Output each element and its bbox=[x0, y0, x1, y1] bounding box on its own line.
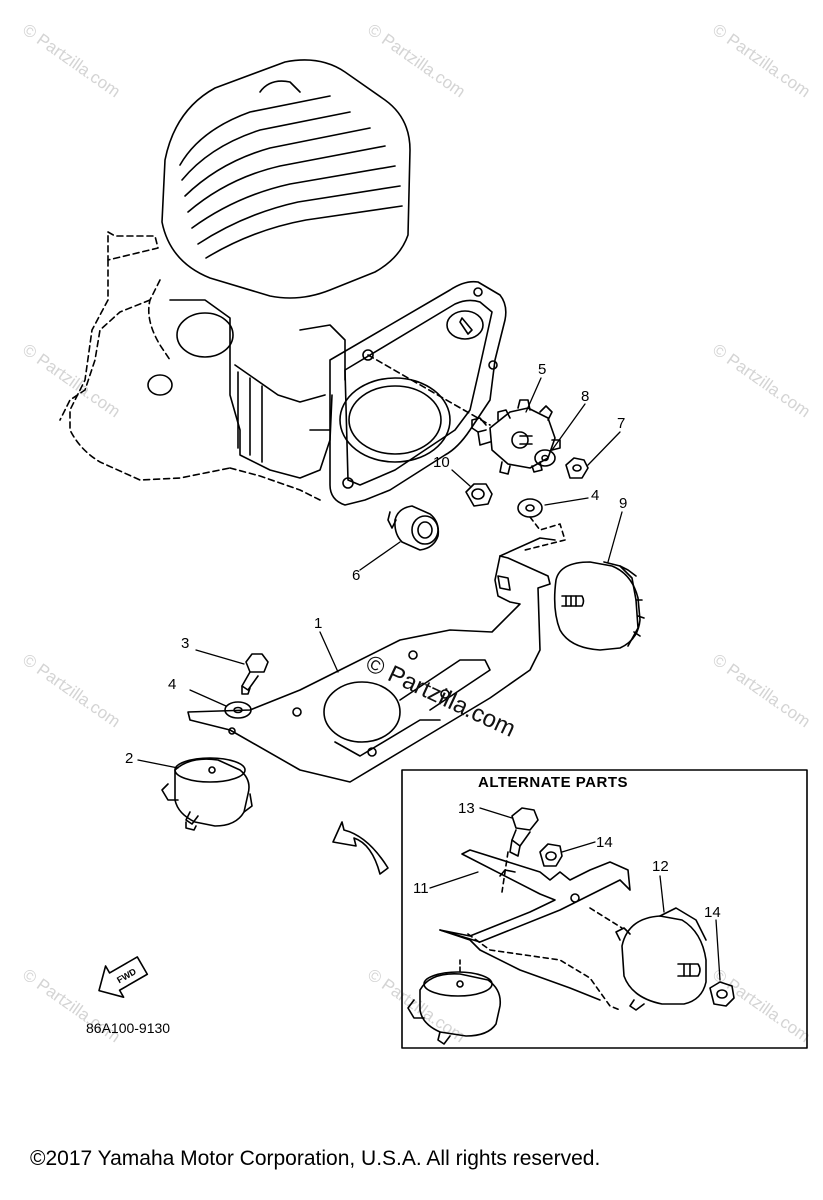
part-4-washer-lower bbox=[224, 701, 252, 719]
part-10-nut bbox=[465, 483, 493, 507]
alternate-parts-title: ALTERNATE PARTS bbox=[478, 774, 628, 791]
callout-4-lower: 4 bbox=[168, 676, 177, 693]
part-5-damper bbox=[471, 399, 561, 475]
leader-line bbox=[367, 354, 491, 426]
callout-14-right: 14 bbox=[704, 904, 721, 921]
callout-4-upper: 4 bbox=[591, 487, 600, 504]
part-7-nut bbox=[565, 457, 589, 479]
callout-5: 5 bbox=[538, 361, 547, 378]
part-6-spacer bbox=[387, 505, 440, 551]
callout-7: 7 bbox=[617, 415, 626, 432]
fwd-icon: FWD bbox=[98, 956, 149, 998]
part-14-nut-upper bbox=[539, 843, 563, 867]
alternate-rubber-mount bbox=[407, 959, 502, 1045]
callout-11: 11 bbox=[413, 880, 429, 897]
callout-6: 6 bbox=[352, 567, 361, 584]
part-8-washer bbox=[534, 449, 556, 467]
callout-2: 2 bbox=[125, 750, 134, 767]
copyright-text: ©2017 Yamaha Motor Corporation, U.S.A. A… bbox=[30, 1147, 601, 1170]
callout-8: 8 bbox=[581, 388, 590, 405]
part-13-bolt bbox=[501, 807, 539, 893]
part-9-engine-mount bbox=[553, 561, 645, 651]
part-2-rubber-mount bbox=[161, 757, 253, 831]
diagram-code: 86A100-9130 bbox=[86, 1020, 171, 1036]
part-4-washer-upper bbox=[517, 498, 566, 551]
callout-9: 9 bbox=[619, 495, 628, 512]
callout-14-upper: 14 bbox=[596, 834, 613, 851]
part-3-bolt bbox=[241, 653, 269, 695]
callout-13: 13 bbox=[458, 800, 475, 817]
callout-12: 12 bbox=[652, 858, 669, 875]
callout-3: 3 bbox=[181, 635, 190, 652]
forward-direction-arrow bbox=[332, 821, 389, 875]
callout-leaders bbox=[137, 377, 721, 981]
part-11-bracket bbox=[439, 849, 631, 1011]
part-12-engine-mount bbox=[589, 907, 707, 1011]
callout-10: 10 bbox=[433, 454, 450, 471]
part-14-nut-right bbox=[709, 981, 735, 1007]
alternate-parts-box bbox=[401, 769, 808, 1049]
callout-1: 1 bbox=[314, 615, 323, 632]
engine-outline bbox=[59, 59, 507, 506]
part-1-bracket bbox=[187, 537, 556, 783]
